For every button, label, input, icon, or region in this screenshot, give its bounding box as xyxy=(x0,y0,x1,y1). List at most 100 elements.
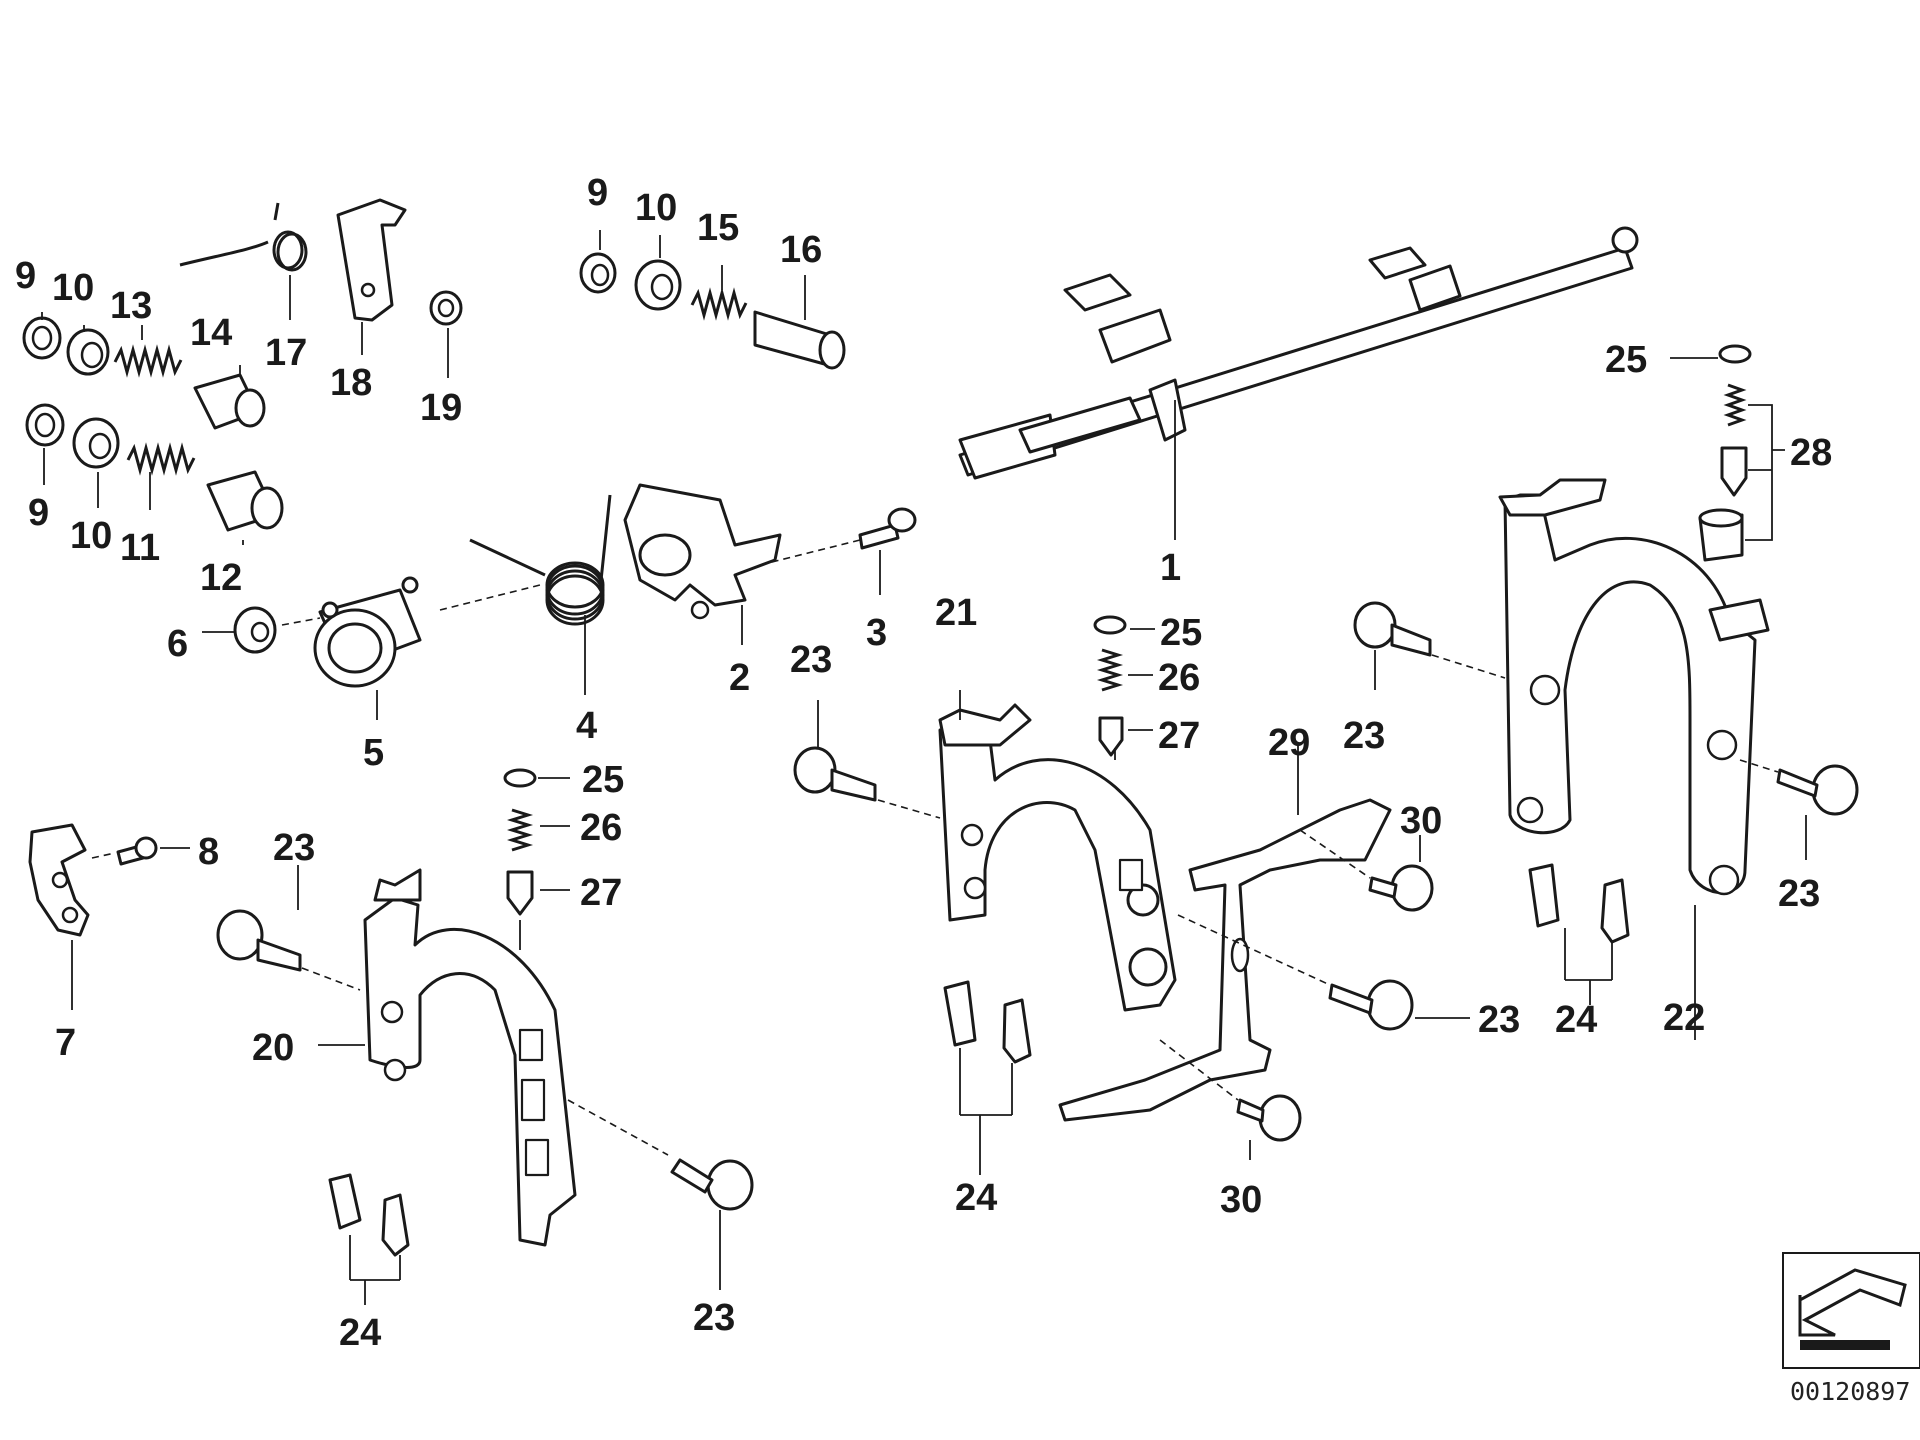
axis-23a xyxy=(877,799,941,819)
shift-fork-20 xyxy=(363,868,577,1247)
callout-17: 17 xyxy=(265,332,307,374)
callout-2: 2 xyxy=(729,657,750,699)
bolt-23-lower-center xyxy=(670,1158,754,1211)
ring-19 xyxy=(429,290,463,326)
detent-stack-right xyxy=(1698,344,1752,562)
slide-pads-24-center xyxy=(943,980,1032,1064)
circlip-9-top xyxy=(579,252,617,294)
bushing-6 xyxy=(233,606,277,654)
screw-8 xyxy=(116,836,158,866)
shift-fork-22 xyxy=(1498,478,1770,896)
callout-23d: 23 xyxy=(693,1297,735,1339)
selector-shaft xyxy=(958,226,1639,480)
axis-23e xyxy=(1177,914,1331,986)
bracket-18 xyxy=(336,198,407,322)
callout-28: 28 xyxy=(1790,432,1832,474)
callout-7: 7 xyxy=(55,1022,76,1064)
bolt-30-lower xyxy=(1236,1094,1302,1142)
pin-12 xyxy=(206,470,284,532)
callout-11: 11 xyxy=(120,527,160,569)
callout-24a: 24 xyxy=(339,1312,381,1354)
callout-9c: 9 xyxy=(587,172,608,214)
pin-16 xyxy=(753,310,846,370)
callout-5: 5 xyxy=(363,732,384,774)
callout-labels: 1 2 3 4 5 6 7 8 9 9 9 10 10 10 11 12 13 … xyxy=(15,172,1832,1354)
callout-26b: 26 xyxy=(580,807,622,849)
callout-22: 22 xyxy=(1663,997,1705,1039)
callout-23b: 23 xyxy=(1343,715,1385,757)
callout-19: 19 xyxy=(420,387,462,429)
shift-bracket xyxy=(623,483,782,620)
callout-27a: 27 xyxy=(1158,715,1200,757)
shift-drum xyxy=(313,576,422,688)
axis-30a xyxy=(1299,829,1371,879)
callout-4: 4 xyxy=(576,705,597,747)
callout-26a: 26 xyxy=(1158,657,1200,699)
axis-30b xyxy=(1159,1039,1239,1101)
detent-stack-left xyxy=(503,768,537,916)
axis-23b xyxy=(1431,654,1506,679)
bushing-10-top xyxy=(634,259,682,311)
wire-clip-17 xyxy=(179,202,308,272)
callout-25a: 25 xyxy=(1160,612,1202,654)
callout-3: 3 xyxy=(866,612,887,654)
image-reference-number: 00120897 xyxy=(1790,1377,1910,1406)
callout-30b: 30 xyxy=(1220,1179,1262,1221)
callout-12: 12 xyxy=(200,557,242,599)
callout-9a: 9 xyxy=(15,255,36,297)
axis-spring xyxy=(439,584,541,611)
axis-screw8 xyxy=(91,852,116,859)
callout-10a: 10 xyxy=(52,267,94,309)
callout-25c: 25 xyxy=(1605,339,1647,381)
axis-bracket xyxy=(759,539,861,566)
bolt-23-right-lower xyxy=(1776,764,1859,816)
callout-10b: 10 xyxy=(70,515,112,557)
torsion-spring xyxy=(469,494,612,626)
callout-18: 18 xyxy=(330,362,372,404)
shift-fork-21 xyxy=(938,703,1177,1012)
callout-25b: 25 xyxy=(582,759,624,801)
callout-10c: 10 xyxy=(635,187,677,229)
bolt-23-mid-left xyxy=(793,746,877,802)
callout-1: 1 xyxy=(1160,547,1181,589)
detent-stack-center xyxy=(1093,615,1127,757)
callout-23c: 23 xyxy=(273,827,315,869)
orientation-arrow-icon xyxy=(1782,1252,1920,1369)
pin-14 xyxy=(193,373,266,430)
callout-24b: 24 xyxy=(955,1177,997,1219)
lever-29 xyxy=(1058,798,1392,1122)
spring-15 xyxy=(690,287,748,321)
callout-23e: 23 xyxy=(1478,999,1520,1041)
circlip-9-upper xyxy=(22,316,62,360)
bolt-23-lower-left xyxy=(216,909,302,972)
spring-13 xyxy=(113,344,183,378)
callout-27b: 27 xyxy=(580,872,622,914)
bushing-10-upper xyxy=(66,328,110,376)
slide-pads-24-left xyxy=(328,1173,410,1257)
callout-23f: 23 xyxy=(1778,873,1820,915)
callout-29: 29 xyxy=(1268,722,1310,764)
callout-14: 14 xyxy=(190,312,232,354)
screw-3 xyxy=(858,507,917,550)
callout-30a: 30 xyxy=(1400,800,1442,842)
callout-15: 15 xyxy=(697,207,739,249)
callout-9b: 9 xyxy=(28,492,49,534)
callout-20: 20 xyxy=(252,1027,294,1069)
bushing-10-lower xyxy=(72,417,120,469)
leader-lines xyxy=(41,230,1807,1305)
axis-23f xyxy=(1739,759,1779,773)
spring-11 xyxy=(126,442,196,476)
bolt-23-right-upper xyxy=(1353,601,1432,657)
circlip-9-lower xyxy=(25,403,65,447)
bolt-30-upper xyxy=(1368,864,1434,912)
callout-13: 13 xyxy=(110,285,152,327)
callout-24c: 24 xyxy=(1555,999,1597,1041)
locking-plate xyxy=(28,823,90,937)
bolt-23-right-mid xyxy=(1328,979,1414,1031)
axis-23c xyxy=(301,967,361,991)
callout-8: 8 xyxy=(198,831,219,873)
callout-6: 6 xyxy=(167,623,188,665)
axis-drum xyxy=(281,617,321,626)
slide-pads-24-right xyxy=(1528,863,1630,944)
